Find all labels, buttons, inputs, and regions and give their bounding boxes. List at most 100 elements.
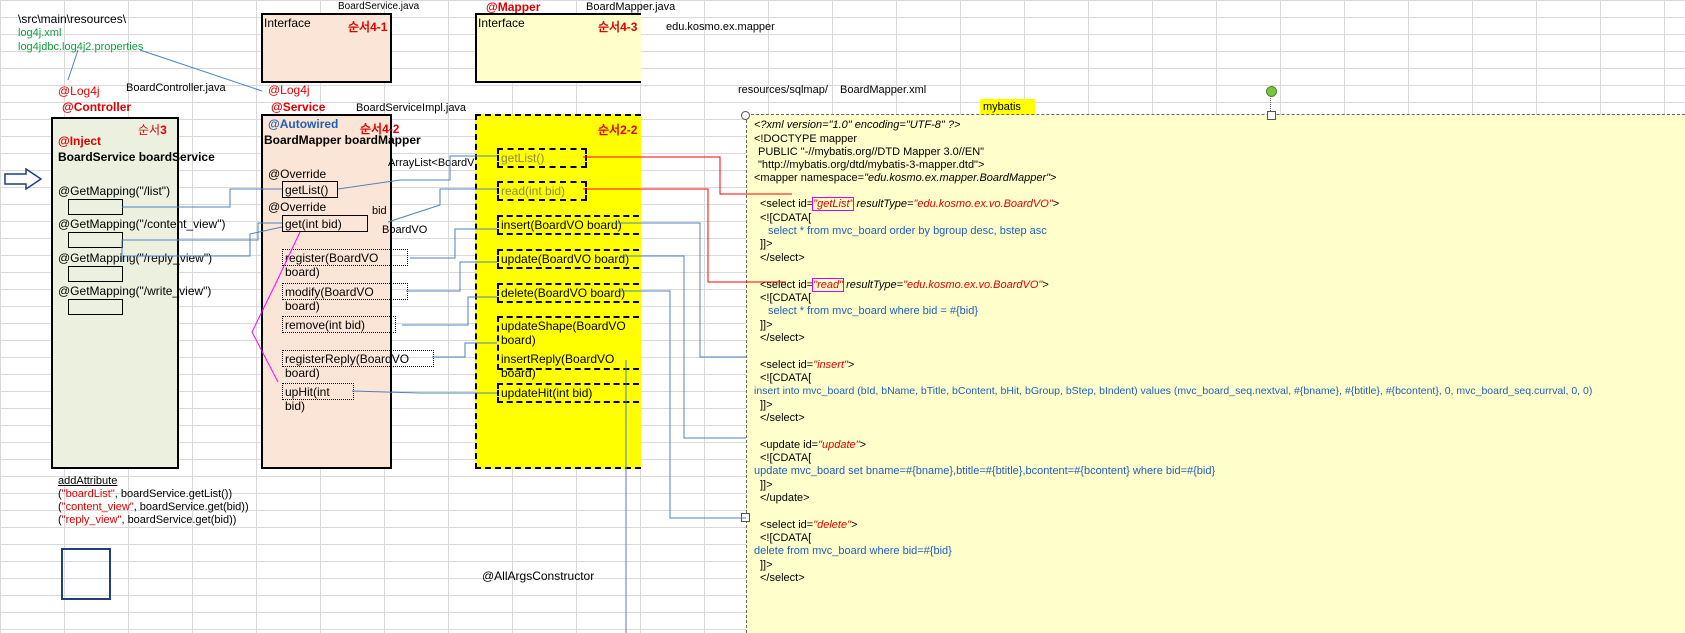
mapping-content-view: @GetMapping("/content_view") bbox=[58, 217, 226, 231]
mapping-reply-view: @GetMapping("/reply_view") bbox=[58, 251, 213, 265]
xml-doctype-1: <!DOCTYPE mapper bbox=[754, 133, 858, 145]
mapper-method-delete[interactable]: delete(BoardVO board) bbox=[497, 283, 639, 303]
mapper-method-update[interactable]: update(BoardVO board) bbox=[497, 249, 639, 269]
service-log4j: @Log4j bbox=[268, 83, 310, 97]
service-override-2: @Override bbox=[268, 200, 327, 214]
xml-select-delete: <select id="delete"> bbox=[760, 519, 858, 531]
xml-select-getlist: <select id="getList" resultType="edu.kos… bbox=[760, 197, 1060, 211]
attr-content-view: ("content_view", boardService.get(bid)) bbox=[58, 501, 249, 513]
log4jdbc-properties-file: log4jdbc.log4j2.properties bbox=[18, 41, 144, 53]
service-iface-label: Interface bbox=[264, 16, 311, 30]
xml-panel-top-border bbox=[746, 114, 1685, 115]
xml-doctype-2: PUBLIC "-//mybatis.org//DTD Mapper 3.0//… bbox=[758, 146, 985, 158]
xml-path: resources/sqlmap/ bbox=[738, 84, 828, 96]
method-remove[interactable]: remove(int bid) bbox=[282, 316, 396, 333]
mybatis-tag: mybatis bbox=[980, 99, 1035, 115]
method-get-list[interactable]: getList() bbox=[282, 181, 338, 198]
service-field: BoardMapper boardMapper bbox=[264, 133, 421, 147]
mapper-method-insert-reply: insertReply(BoardVO board) bbox=[501, 352, 615, 380]
mapper-method-update-hit[interactable]: updateHit(int bid) bbox=[497, 383, 639, 403]
service-iface-order: 순서4-1 bbox=[348, 20, 388, 34]
service-override-1: @Override bbox=[268, 167, 327, 181]
xml-cdata-end-2: ]]> bbox=[760, 319, 773, 331]
xml-doctype-3: "http://mybatis.org/dtd/mybatis-3-mapper… bbox=[758, 159, 985, 171]
mapper-method-get-list[interactable]: getList() bbox=[497, 148, 587, 168]
mapping-list: @GetMapping("/list") bbox=[58, 184, 171, 198]
service-interface-box bbox=[261, 13, 392, 83]
all-args-constructor: @AllArgsConstructor bbox=[482, 569, 595, 583]
mapper-iface-filename: BoardMapper.java bbox=[586, 1, 676, 13]
xml-select-read: <select id="read" resultType="edu.kosmo.… bbox=[760, 278, 1049, 292]
xml-panel bbox=[746, 115, 1685, 633]
xml-select-close-5: </select> bbox=[760, 572, 805, 584]
selection-handle-mid[interactable] bbox=[1267, 111, 1276, 120]
xml-select-insert: <select id="insert"> bbox=[760, 359, 855, 371]
rotate-stem bbox=[1270, 96, 1271, 111]
mapping-write-view: @GetMapping("/write_view") bbox=[58, 284, 212, 298]
controller-annotation: @Controller bbox=[62, 100, 132, 114]
controller-log4j: @Log4j bbox=[58, 84, 100, 98]
controller-order: 순서3 bbox=[138, 123, 167, 137]
rotate-handle-icon[interactable] bbox=[1266, 86, 1277, 97]
method-up-hit[interactable]: upHit(int bid) bbox=[282, 383, 354, 413]
xml-mapper-open: <mapper namespace="edu.kosmo.ex.mapper.B… bbox=[754, 172, 1057, 184]
service-autowired: @Autowired bbox=[268, 117, 339, 131]
xml-sql-read: select * from mvc_board where bid = #{bi… bbox=[768, 305, 979, 317]
mapper-method-update-shape-group[interactable]: updateShape(BoardVO board) insertReply(B… bbox=[497, 316, 639, 380]
service-annotation: @Service bbox=[271, 100, 326, 114]
mapper-iface-label: Interface bbox=[478, 16, 525, 30]
log4j-xml-file: log4j.xml bbox=[18, 27, 62, 39]
mapper-method-read[interactable]: read(int bid) bbox=[497, 181, 587, 201]
service-iface-filename: BoardService.java bbox=[338, 1, 420, 12]
mapper-annotation: @Mapper bbox=[486, 0, 541, 14]
method-get[interactable]: get(int bid) bbox=[282, 215, 368, 232]
right-outline-arrow-icon bbox=[4, 168, 42, 190]
controller-field: BoardService boardService bbox=[58, 150, 215, 164]
selection-handle-bottom-left[interactable] bbox=[741, 513, 750, 522]
xml-filename: BoardMapper.xml bbox=[840, 84, 927, 96]
mapper-iface-order: 순서4-3 bbox=[598, 20, 638, 34]
xml-cdata-1: <![CDATA[ bbox=[760, 212, 812, 224]
xml-cdata-5: <![CDATA[ bbox=[760, 532, 812, 544]
xml-sql-insert: insert into mvc_board (bId, bName, bTitl… bbox=[754, 385, 1593, 397]
mapper-body-order: 순서2-2 bbox=[598, 123, 638, 137]
selection-handle-left[interactable] bbox=[741, 111, 750, 120]
bid-label: bid bbox=[372, 205, 387, 217]
mapper-method-update-shape: updateShape(BoardVO board) bbox=[501, 319, 626, 347]
xml-update: <update id="update"> bbox=[760, 439, 867, 451]
controller-inject: @Inject bbox=[58, 134, 102, 148]
xml-sql-update: update mvc_board set bname=#{bname},btit… bbox=[754, 465, 1216, 477]
method-register[interactable]: register(BoardVO board) bbox=[282, 249, 408, 279]
xml-cdata-end-5: ]]> bbox=[760, 559, 773, 571]
boardvo-label: BoardVO bbox=[382, 224, 428, 236]
method-register-reply[interactable]: registerReply(BoardVO board) bbox=[282, 350, 434, 380]
controller-box bbox=[51, 117, 179, 469]
add-attribute-label: addAttribute bbox=[58, 475, 118, 487]
mapper-package: edu.kosmo.ex.mapper bbox=[666, 21, 775, 33]
xml-select-close-1: </select> bbox=[760, 252, 805, 264]
mapper-method-insert[interactable]: insert(BoardVO board) bbox=[497, 215, 639, 235]
xml-decl: <?xml version="1.0" encoding="UTF-8" ?> bbox=[754, 119, 961, 131]
mapping-content-view-slot bbox=[68, 232, 123, 248]
blank-square-shape bbox=[61, 548, 111, 600]
xml-cdata-3: <![CDATA[ bbox=[760, 372, 812, 384]
service-impl-order: 순서4-2 bbox=[360, 122, 400, 136]
xml-cdata-end-4: ]]> bbox=[760, 479, 773, 491]
method-modify[interactable]: modify(BoardVO board) bbox=[282, 283, 408, 313]
xml-update-close: </update> bbox=[760, 492, 810, 504]
xml-cdata-2: <![CDATA[ bbox=[760, 292, 812, 304]
mapping-list-slot bbox=[68, 199, 123, 215]
controller-filename: BoardController.java bbox=[126, 82, 226, 94]
link-log4j-controller bbox=[67, 49, 79, 81]
mapping-write-view-slot bbox=[68, 299, 123, 315]
resources-path: \src\main\resources\ bbox=[18, 12, 127, 26]
xml-select-close-3: </select> bbox=[760, 412, 805, 424]
xml-sql-delete: delete from mvc_board where bid=#{bid} bbox=[754, 545, 952, 557]
xml-cdata-end-3: ]]> bbox=[760, 399, 773, 411]
attr-reply-view: ("reply_view", boardService.get(bid)) bbox=[58, 514, 237, 526]
xml-sql-getlist: select * from mvc_board order by bgroup … bbox=[768, 225, 1047, 237]
xml-select-close-2: </select> bbox=[760, 332, 805, 344]
xml-cdata-4: <![CDATA[ bbox=[760, 452, 812, 464]
service-impl-filename: BoardServiceImpl.java bbox=[356, 102, 467, 114]
mapping-reply-view-slot bbox=[68, 266, 123, 282]
